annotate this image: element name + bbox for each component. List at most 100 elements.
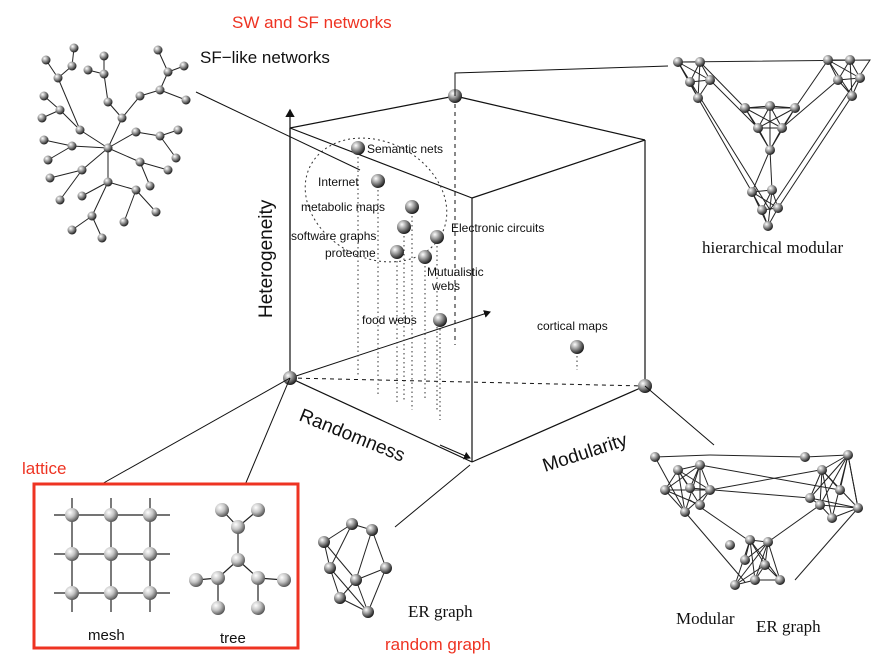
graph-node	[757, 205, 767, 215]
graph-node	[39, 135, 49, 145]
graph-node	[853, 503, 863, 513]
graph-edge	[664, 464, 701, 491]
cube-hidden-edges	[289, 96, 646, 387]
cortical-maps-label: cortical maps	[537, 319, 608, 333]
graph-node	[750, 575, 760, 585]
graph-edge	[777, 95, 853, 209]
graph-node	[693, 93, 703, 103]
proteome-ball	[390, 245, 404, 259]
graph-node	[45, 173, 55, 183]
food-webs-label: food webs	[362, 313, 417, 327]
graph-edge	[751, 191, 779, 209]
mesh-graph	[54, 498, 170, 612]
graph-edge	[809, 469, 823, 499]
graph-edge	[819, 469, 823, 506]
graph-node	[37, 113, 47, 123]
tree-graph	[189, 503, 291, 615]
mutualistic-webs-ball	[418, 250, 432, 264]
software-graphs-label: software graphs	[291, 229, 376, 243]
drop-lines	[357, 148, 578, 420]
graph-edge	[677, 61, 711, 81]
lattice-box	[32, 482, 300, 650]
graph-edge	[809, 454, 849, 499]
tree-label: tree	[220, 630, 246, 647]
modular-er-graph	[650, 450, 863, 590]
graph-node	[83, 65, 93, 75]
graph-edge	[849, 59, 853, 97]
graph-node	[680, 507, 690, 517]
graph-node	[815, 500, 825, 510]
graph-node	[660, 485, 670, 495]
graph-node	[800, 452, 810, 462]
graph-node	[155, 131, 165, 141]
graph-edge	[819, 454, 849, 506]
heterogeneity-label: Heterogeneity	[256, 199, 277, 318]
mutualistic-label: Mutualistic	[427, 265, 484, 279]
graph-node	[41, 55, 51, 65]
graph-edge	[697, 61, 701, 99]
graph-edge	[749, 539, 756, 581]
semantic-nets-ball	[351, 141, 365, 155]
graph-node	[55, 195, 65, 205]
graph-node	[103, 177, 113, 187]
sf-like-networks-label: SF−like networks	[200, 48, 330, 67]
er-graph-label: ER graph	[408, 602, 473, 621]
metabolic-maps-ball	[405, 200, 419, 214]
graph-edge	[757, 107, 796, 129]
graph-node	[817, 465, 827, 475]
graph-node	[855, 73, 865, 83]
graph-node	[163, 67, 173, 77]
graph-edge	[697, 97, 753, 193]
graph-node	[151, 207, 161, 217]
graph-node	[155, 85, 165, 95]
graph-edge	[781, 79, 839, 129]
randomness-axis-arrow	[289, 310, 491, 379]
connector-lines	[99, 65, 715, 528]
graph-node	[43, 155, 53, 165]
graph-edge	[767, 189, 773, 227]
graph-node	[153, 45, 163, 55]
randomness-label: Randomness	[296, 405, 408, 466]
graph-node	[685, 483, 695, 493]
graph-node	[695, 57, 705, 67]
graph-node	[135, 91, 145, 101]
modularity-label: Modularity	[540, 430, 630, 477]
graph-node	[775, 575, 785, 585]
graph-node	[179, 61, 189, 71]
graph-edge	[664, 489, 701, 506]
webs-label: webs	[431, 279, 460, 293]
graph-node	[725, 540, 735, 550]
graph-edge	[734, 564, 766, 586]
graph-node	[650, 452, 660, 462]
graph-node	[181, 95, 191, 105]
graph-node	[777, 123, 787, 133]
graph-edge	[794, 59, 829, 109]
graph-node	[97, 233, 107, 243]
graph-node	[730, 580, 740, 590]
lattice-label: lattice	[22, 459, 66, 478]
graph-node	[695, 460, 705, 470]
electronic-circuits-ball	[430, 230, 444, 244]
cortical-maps-ball	[570, 340, 584, 354]
graph-node	[763, 537, 773, 547]
graph-node	[67, 225, 77, 235]
graph-edge	[827, 59, 861, 79]
hierarchical-modular-label: hierarchical modular	[702, 238, 843, 257]
graph-node	[760, 560, 770, 570]
graph-node	[740, 103, 750, 113]
graph-node	[55, 105, 65, 115]
graph-node	[131, 127, 141, 137]
graph-edge	[769, 149, 773, 191]
graph-node	[135, 157, 145, 167]
graph-edge	[754, 541, 769, 581]
graph-node	[673, 465, 683, 475]
graph-node	[835, 485, 845, 495]
graph-edge	[819, 504, 859, 509]
graph-edge	[847, 454, 859, 509]
cube	[289, 95, 646, 463]
graph-node	[103, 97, 113, 107]
graph-node	[805, 493, 815, 503]
graph-node	[847, 91, 857, 101]
graph-node	[843, 450, 853, 460]
